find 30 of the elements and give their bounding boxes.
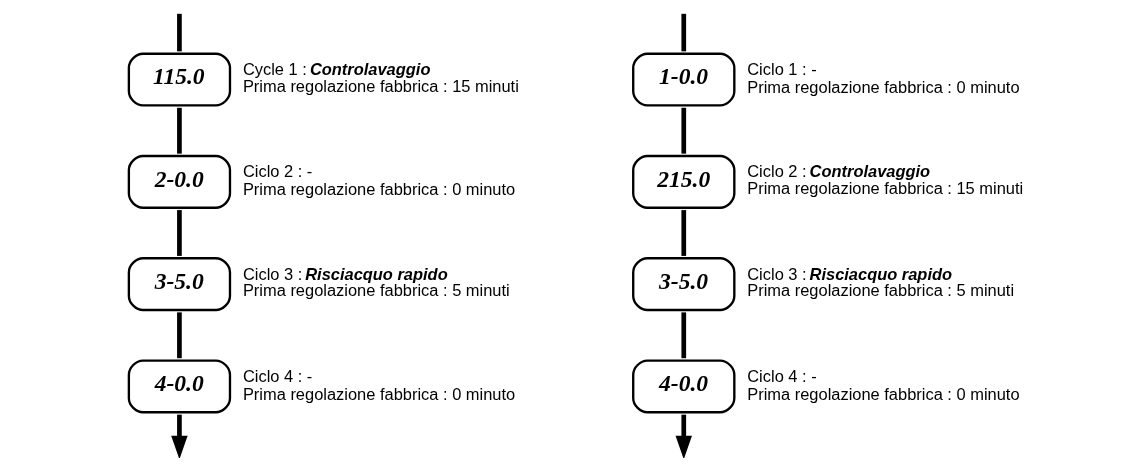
arrow xyxy=(675,414,692,458)
node-label: Ciclo 3 : Risciacquo rapido xyxy=(746,264,952,283)
node-label: Ciclo 1 : - xyxy=(746,60,817,79)
node-label: Prima regolazione fabbrica : 0 minuto xyxy=(746,384,1020,403)
node-box: 4-0.0 xyxy=(631,359,735,414)
node-label: Prima regolazione fabbrica : 0 minuto xyxy=(746,77,1020,96)
connector xyxy=(680,107,686,154)
connector xyxy=(176,13,182,52)
connector xyxy=(680,210,686,256)
node-box: 1-0.0 xyxy=(631,52,735,107)
connector xyxy=(176,107,182,154)
connector xyxy=(680,13,686,52)
connector xyxy=(176,312,182,359)
node-box: 3-5.0 xyxy=(127,257,231,312)
node-box: 3-5.0 xyxy=(631,257,735,312)
node-label: Ciclo 4 : - xyxy=(746,366,817,385)
connector xyxy=(176,210,182,256)
node-label: Cycle 1 : Controlavaggio xyxy=(242,60,430,79)
node-label: Prima regolazione fabbrica : 0 minuto xyxy=(242,180,515,199)
node-box: 2-0.0 xyxy=(127,154,231,209)
node-box: 115.0 xyxy=(127,52,231,107)
node-label: Ciclo 2 : Controlavaggio xyxy=(746,162,930,181)
connector xyxy=(680,312,686,359)
node-label: Ciclo 2 : - xyxy=(242,162,312,181)
node-label: Ciclo 3 : Risciacquo rapido xyxy=(242,264,448,283)
node-box: 4-0.0 xyxy=(127,359,231,414)
node-label: Prima regolazione fabbrica : 0 minuto xyxy=(242,384,515,403)
arrow xyxy=(170,414,188,458)
node-box: 215.0 xyxy=(631,154,735,209)
node-label: Ciclo 4 : - xyxy=(242,366,312,385)
